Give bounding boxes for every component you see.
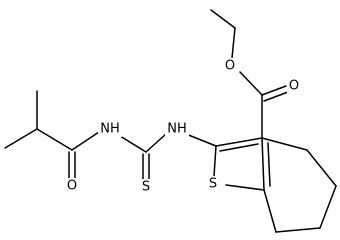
ring-sulfur-text: S — [209, 177, 217, 192]
bond-ethyl-ch3-ch2 — [210, 9, 236, 29]
atom-label-carbonyl-oxygen: O — [287, 78, 301, 94]
nh-left-text: NH — [100, 122, 120, 137]
bond-thiophene-c3-c2-b — [219, 143, 259, 152]
bond-cyclohexene-c5-c6 — [319, 185, 337, 229]
bond-cyclohexene-c3a-c4 — [261, 137, 308, 151]
carbonyl-oxygen-text: O — [289, 79, 299, 94]
thione-sulfur-text: S — [142, 180, 150, 195]
bond-thiophene-c7a-c3a-b — [267, 142, 271, 187]
bond-carbonyl-double-a — [261, 85, 287, 96]
bond-cyclohexene-c7-c7a — [263, 189, 277, 233]
amide-oxygen-text: O — [67, 179, 77, 194]
bond-thiocarbonyl-nh-left — [119, 135, 147, 153]
bond-thiophene-c2-s — [213, 145, 217, 177]
atom-label-thione-sulfur: S — [139, 179, 153, 195]
bond-cyclohexene-c4-c5 — [306, 149, 337, 187]
bond-o-carbonyl-c — [239, 71, 263, 96]
atom-label-amide-oxygen: O — [65, 178, 79, 194]
bond-ethyl-ch2-o — [231, 27, 236, 59]
bond-thiophene-c7a-c3a-a — [261, 137, 265, 191]
bond-carbonyl-double-b — [263, 91, 289, 102]
ester-oxygen-text: O — [225, 59, 235, 74]
atom-label-nh-left: NH — [98, 121, 122, 137]
bond-thiophene-s-c7a — [225, 184, 265, 191]
bond-nh-left-amide-c — [71, 131, 100, 151]
nh-right-text: NH — [167, 122, 187, 137]
bond-c2-nh-right — [185, 133, 217, 147]
bond-cyclohexene-c6-c7 — [275, 227, 321, 233]
bond-amide-c-isopropyl-ch — [36, 128, 73, 151]
atom-label-ring-sulfur: S — [206, 176, 220, 192]
atom-label-ester-oxygen: O — [223, 58, 237, 74]
bond-nh-right-thiocarbonyl — [145, 133, 167, 153]
bond-isopropyl-ch-ch3-left — [4, 128, 38, 149]
bond-thiophene-c3-c2-a — [215, 137, 263, 147]
atom-label-nh-right: NH — [165, 121, 189, 137]
